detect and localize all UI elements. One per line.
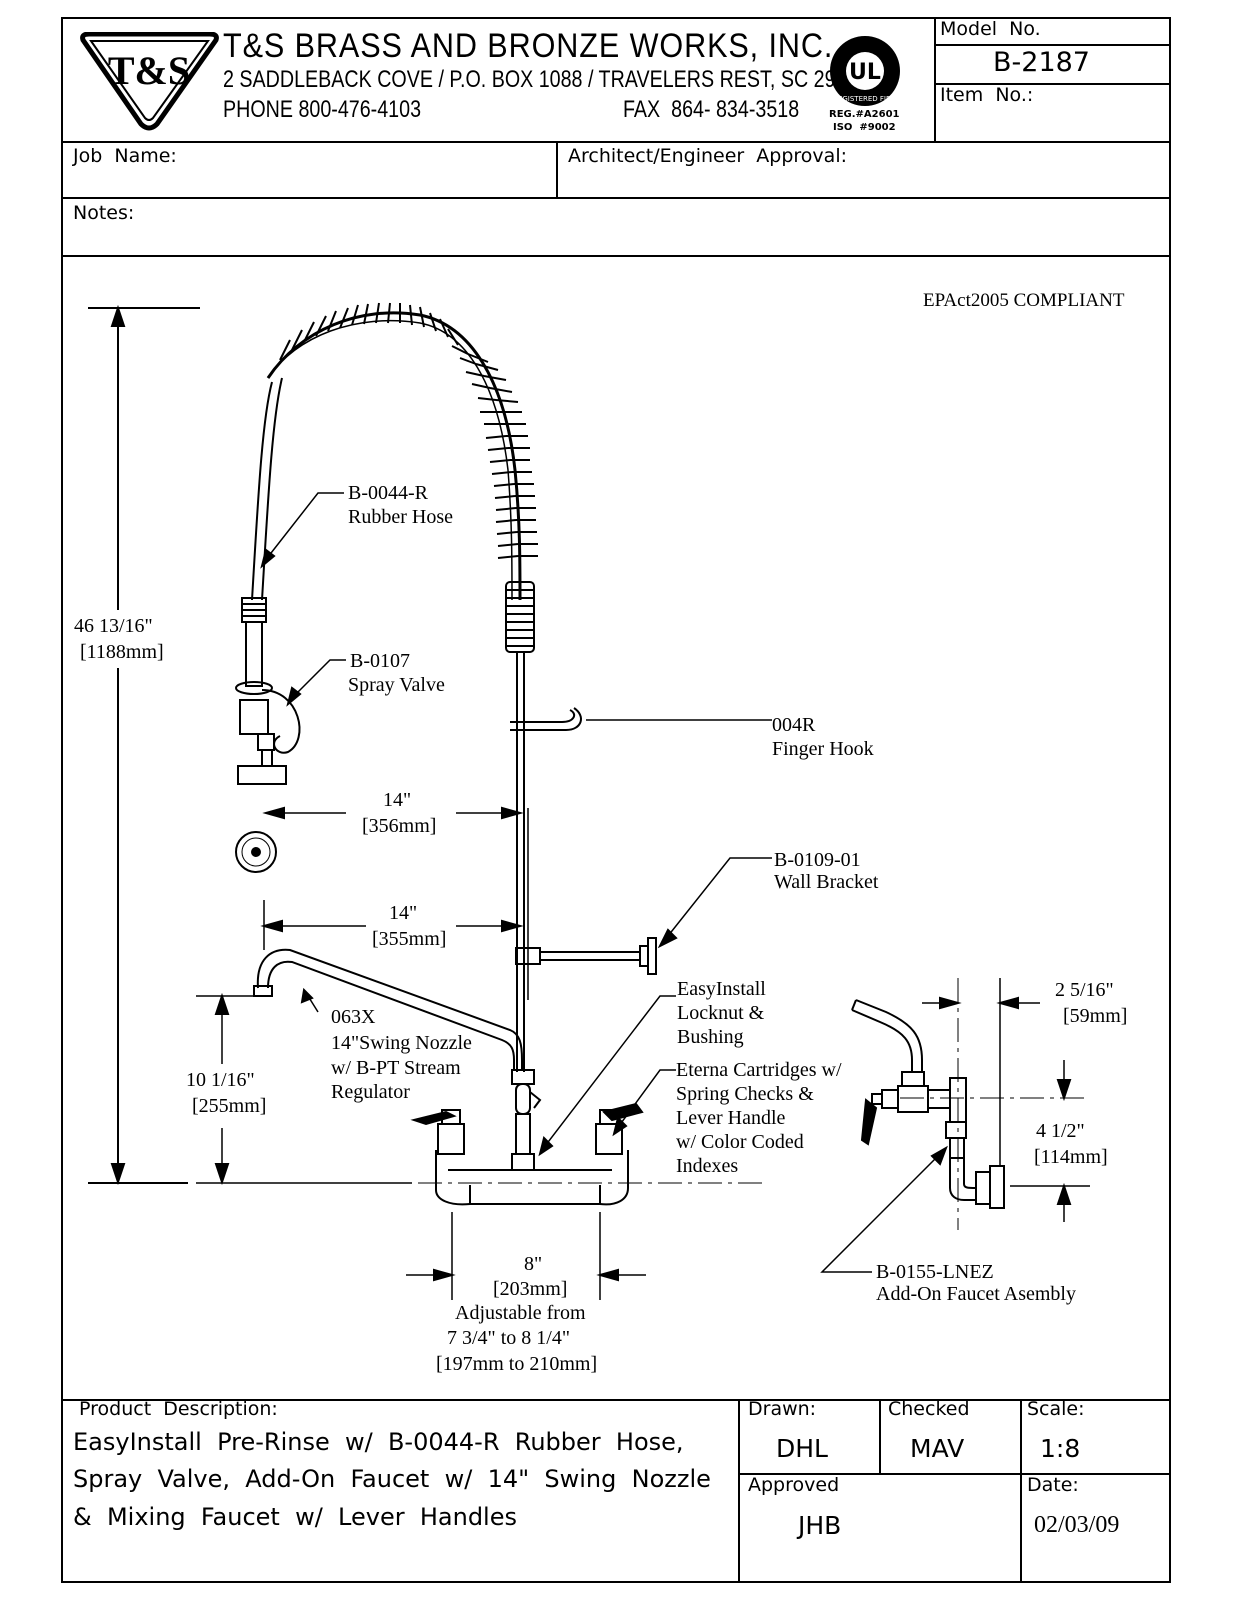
ul-text: UL [849, 60, 881, 85]
product-description-label: Product Description: [79, 1398, 278, 1420]
spray-part-number: B-0107 [350, 650, 410, 672]
addon-part-number: B-0155-LNEZ [876, 1261, 994, 1283]
eterna-line-1: Eterna Cartridges w/ [676, 1059, 842, 1081]
nozzle-distance: 14" [389, 902, 417, 924]
eterna-line-2: Spring Checks & [676, 1083, 814, 1105]
eterna-line-5: Indexes [676, 1155, 738, 1177]
pre-rinse-spring [266, 311, 522, 601]
nozzle-line-1: 14"Swing Nozzle [331, 1032, 472, 1054]
logo-text: T&S [108, 48, 190, 93]
side-width: 2 5/16" [1055, 979, 1114, 1001]
eterna-line-4: w/ Color Coded [676, 1131, 804, 1153]
checked-label: Checked [888, 1398, 970, 1420]
checked-value: MAV [910, 1434, 965, 1463]
adjustable-line-1: Adjustable from [455, 1302, 586, 1324]
nozzle-part-number: 063X [331, 1006, 376, 1028]
notes-label: Notes: [73, 202, 135, 224]
bracket-description: Wall Bracket [774, 871, 879, 893]
adjustable-line-2: 7 3/4" to 8 1/4" [447, 1327, 570, 1349]
iso-number: ISO #9002 [833, 122, 896, 133]
drawn-value: DHL [776, 1434, 828, 1463]
eterna-line-3: Lever Handle [676, 1107, 786, 1129]
spray-distance-mm: [356mm] [362, 815, 436, 837]
addon-description: Add-On Faucet Asembly [876, 1283, 1076, 1305]
approval-label: Architect/Engineer Approval: [568, 145, 847, 167]
item-label: Item No.: [940, 84, 1034, 106]
model-label: Model No. [940, 18, 1041, 40]
ul-ring-text: REGISTERED FIRM [833, 95, 897, 103]
scale-value: 1:8 [1040, 1434, 1081, 1463]
adjustable-line-3: [197mm to 210mm] [436, 1353, 597, 1375]
ts-logo: T&S [80, 32, 219, 131]
side-width-mm: [59mm] [1063, 1005, 1127, 1027]
center-dimension-mm: [203mm] [493, 1278, 567, 1300]
bracket-part-number: B-0109-01 [774, 849, 861, 871]
nozzle-line-2: w/ B-PT Stream [331, 1057, 461, 1079]
hook-part-number: 004R [772, 714, 816, 736]
company-name: T&S BRASS AND BRONZE WORKS, INC. [223, 27, 834, 65]
ul-registered-mark: UL REGISTERED FIRM [830, 36, 900, 106]
easyinstall-line-1: EasyInstall [677, 978, 766, 1000]
side-height: 4 1/2" [1036, 1120, 1085, 1142]
reg-number: REG.#A2601 [829, 109, 900, 120]
date-label: Date: [1027, 1474, 1079, 1496]
scale-label: Scale: [1027, 1398, 1085, 1420]
side-height-mm: [114mm] [1034, 1146, 1108, 1168]
sheet-border [61, 17, 1171, 1583]
company-phone: PHONE 800-476-4103 [223, 96, 422, 123]
hook-description: Finger Hook [772, 738, 874, 760]
easyinstall-line-2: Locknut & [677, 1002, 765, 1024]
model-number: B-2187 [993, 47, 1090, 78]
easyinstall-line-3: Bushing [677, 1026, 744, 1048]
company-address: 2 SADDLEBACK COVE / P.O. BOX 1088 / TRAV… [223, 66, 869, 93]
drawn-label: Drawn: [748, 1398, 817, 1420]
description-line-1: EasyInstall Pre-Rinse w/ B-0044-R Rubber… [73, 1428, 684, 1456]
spray-description: Spray Valve [348, 674, 445, 696]
description-line-3: & Mixing Faucet w/ Lever Handles [73, 1503, 517, 1531]
hose-description: Rubber Hose [348, 506, 453, 528]
height-dimension-mm: [1188mm] [80, 641, 164, 663]
nozzle-distance-mm: [355mm] [372, 928, 446, 950]
description-line-2: Spray Valve, Add-On Faucet w/ 14" Swing … [73, 1465, 711, 1493]
approved-label: Approved [748, 1474, 840, 1496]
compliance-note: EPAct2005 COMPLIANT [923, 290, 1125, 311]
company-fax: FAX 864- 834-3518 [623, 96, 800, 123]
job-name-label: Job Name: [73, 145, 177, 167]
nozzle-height-mm: [255mm] [192, 1095, 266, 1117]
nozzle-line-3: Regulator [331, 1081, 410, 1103]
date-value: 02/03/09 [1034, 1512, 1120, 1538]
nozzle-height: 10 1/16" [186, 1069, 255, 1091]
approved-value: JHB [798, 1511, 842, 1540]
hose-part-number: B-0044-R [348, 482, 429, 504]
height-dimension: 46 13/16" [74, 615, 153, 637]
center-dimension: 8" [524, 1253, 542, 1275]
spray-distance: 14" [383, 789, 411, 811]
